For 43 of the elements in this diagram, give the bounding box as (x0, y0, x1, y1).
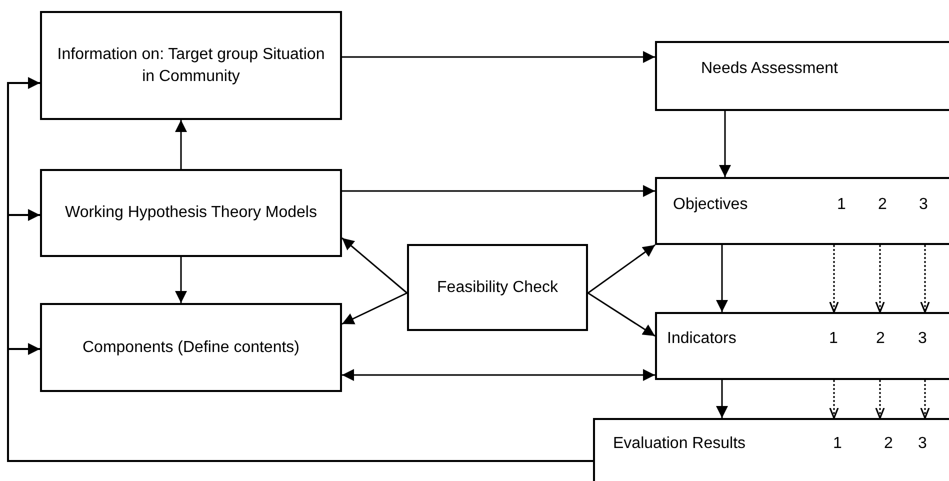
process-box (407, 244, 588, 331)
arrow (920, 380, 930, 419)
column-number: 1 (837, 195, 846, 215)
box-label: Feasibility Check (437, 278, 558, 298)
box-label: Components (Define contents) (82, 338, 300, 358)
column-number: 1 (833, 434, 842, 454)
column-number: 3 (918, 434, 927, 454)
arrow (588, 244, 656, 294)
arrow (875, 380, 885, 419)
process-box (655, 177, 949, 245)
process-box (40, 169, 342, 257)
process-box (40, 11, 342, 120)
arrow (829, 245, 839, 313)
box-label: Needs Assessment (701, 59, 838, 79)
box-label: Objectives (673, 195, 748, 215)
arrow (342, 369, 655, 381)
box-label: Working Hypothesis Theory Models (65, 203, 317, 223)
arrow (342, 237, 408, 294)
process-box (593, 418, 949, 481)
process-box (655, 41, 949, 111)
process-box (40, 303, 342, 392)
arrow (716, 380, 728, 418)
column-number: 2 (878, 195, 887, 215)
arrow (342, 185, 655, 197)
arrow (829, 380, 839, 419)
arrow (175, 257, 187, 303)
arrow (719, 111, 731, 177)
column-number: 1 (829, 329, 838, 349)
column-number: 3 (918, 329, 927, 349)
arrow (342, 292, 408, 325)
arrow (875, 245, 885, 313)
arrow (342, 51, 655, 63)
arrow (716, 245, 728, 312)
process-box (655, 312, 949, 380)
box-label: Information on: Target group Situation in Community (56, 44, 326, 86)
box-label: Indicators (667, 329, 736, 349)
column-number: 3 (919, 195, 928, 215)
arrow (920, 245, 930, 313)
column-number: 2 (876, 329, 885, 349)
box-label: Evaluation Results (613, 434, 746, 454)
arrow (175, 120, 187, 169)
arrow (588, 292, 656, 337)
column-number: 2 (884, 434, 893, 454)
